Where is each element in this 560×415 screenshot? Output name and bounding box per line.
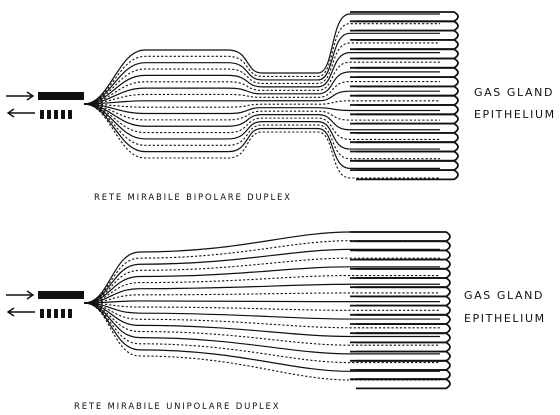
- capillary-loop: [350, 152, 458, 161]
- arrow-left-icon: [8, 308, 35, 316]
- capillary-loop: [350, 296, 450, 305]
- arrow-left-icon: [8, 109, 35, 117]
- capillary-loop: [350, 232, 450, 241]
- unipolar-caption: RETE MIRABILE UNIPOLARE DUPLEX: [74, 402, 280, 412]
- venous-capillary: [84, 303, 440, 310]
- capillary-loop: [350, 333, 450, 342]
- capillary-loop: [350, 352, 450, 361]
- arterial-capillary: [84, 91, 440, 104]
- capillary-loop: [350, 342, 450, 351]
- unipolar-venous-trunk: [40, 309, 72, 318]
- capillary-loop: [350, 105, 458, 114]
- capillary-loop: [350, 77, 458, 86]
- capillary-loop: [350, 49, 458, 58]
- capillary-loop: [350, 59, 458, 68]
- arterial-capillary: [84, 267, 440, 303]
- capillary-loop: [350, 114, 458, 123]
- arrow-right-icon: [6, 92, 33, 100]
- capillary-loop: [350, 12, 458, 21]
- capillary-loop: [350, 40, 458, 49]
- bipolar-side-label-line1: GAS GLAND: [474, 86, 554, 99]
- unipolar-arterial-trunk: [38, 291, 84, 299]
- capillary-loop: [350, 278, 450, 287]
- unipolar-side-label-line2: EPITHELIUM: [464, 312, 546, 325]
- capillary-loop: [350, 133, 458, 142]
- arterial-capillary: [84, 301, 440, 303]
- bipolar-caption: RETE MIRABILE BIPOLARE DUPLEX: [94, 193, 292, 203]
- capillary-loop: [350, 287, 450, 296]
- capillary-loop: [350, 21, 458, 30]
- bipolar-capillary-loops: [350, 12, 458, 179]
- arterial-capillary: [84, 232, 440, 303]
- bipolar-diagram: GAS GLAND EPITHELIUM RETE MIRABILE BIPOL…: [6, 12, 556, 203]
- capillary-loop: [350, 379, 450, 388]
- capillary-loop: [350, 269, 450, 278]
- arrow-right-icon: [6, 291, 33, 299]
- capillary-loop: [350, 142, 458, 151]
- bipolar-arterial-trunk: [38, 92, 84, 100]
- venous-capillary: [84, 101, 440, 107]
- capillary-loop: [350, 124, 458, 133]
- unipolar-side-label-line1: GAS GLAND: [464, 289, 544, 302]
- unipolar-diagram: GAS GLAND EPITHELIUM RETE MIRABILE UNIPO…: [6, 232, 546, 412]
- bipolar-side-label-line2: EPITHELIUM: [474, 108, 556, 121]
- capillary-loop: [350, 31, 458, 40]
- bipolar-venous-trunk: [40, 110, 72, 119]
- capillary-loop: [350, 324, 450, 333]
